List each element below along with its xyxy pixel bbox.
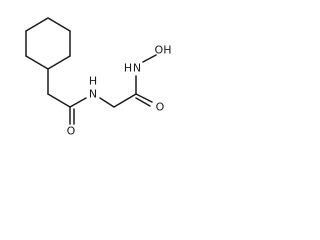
ring-bond-6 [25,17,49,32]
right-carbonyl-double-bond [135,93,153,107]
right-carbonyl-oxygen-label: O [156,101,165,114]
carbonyl-n-bond [69,97,87,108]
ch2-carbonyl-bond [47,93,71,108]
ch2-right-carbonyl-bond [113,93,137,108]
hydroxamic-hydrogen-label: H [124,62,132,75]
ring-bond-4 [25,55,49,70]
ring-bond-3 [47,55,71,70]
amide-nitrogen-label: N [89,88,97,101]
molecule-canvas: N H O H N OH O [0,0,203,149]
amide-hydrogen-label: H [89,75,97,88]
left-carbonyl-double-bond [69,106,75,125]
structure-diagram: N H O H N OH O [25,17,172,138]
hydroxamic-nitrogen-label: N [133,62,141,75]
left-carbonyl-oxygen-label: O [67,125,76,138]
ring-bond-1 [47,17,71,32]
hydroxyl-label: OH [155,44,172,57]
n-ch2-bond [99,97,115,108]
cyclohexane-ring [25,17,71,70]
n-oh-bond [142,54,157,63]
